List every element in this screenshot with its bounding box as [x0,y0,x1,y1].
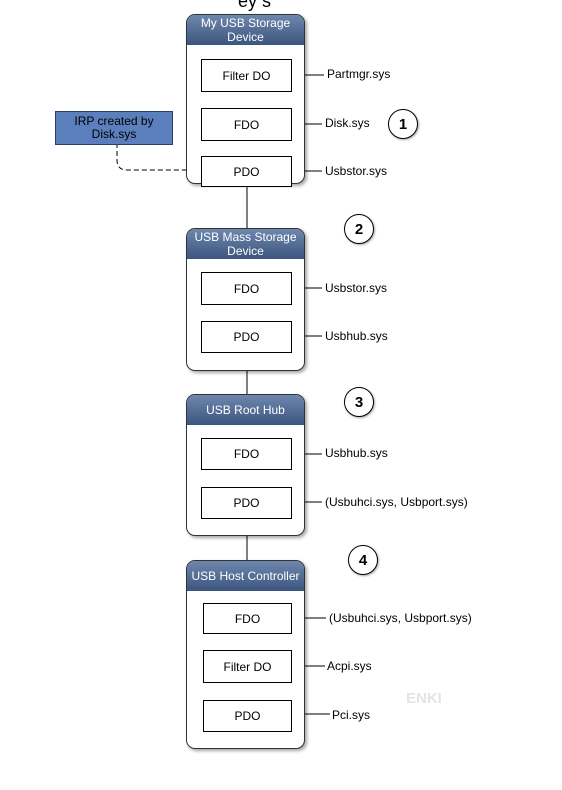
device-stack-my-usb-storage-device: My USB Storage Device [186,14,305,184]
driver-label: Disk.sys [325,116,370,130]
driver-label: (Usbuhci.sys, Usbport.sys) [329,611,472,625]
watermark-logo: ENKI [406,690,442,707]
driver-label: Usbhub.sys [325,329,388,343]
driver-label: Pci.sys [332,708,371,722]
device-node: FDO [201,272,292,305]
step-marker: 3 [344,387,374,417]
top-cut-text: ey s [238,0,272,11]
irp-created-by-disk-box: IRP created by Disk.sys [55,111,173,145]
driver-label: Usbstor.sys [325,164,388,178]
device-node: PDO [201,156,292,187]
driver-label: Usbstor.sys [325,281,388,295]
device-node: FDO [201,438,292,470]
driver-label: Usbhub.sys [325,446,388,460]
stack-header: USB Mass Storage Device [187,229,304,259]
device-node: FDO [201,108,292,141]
driver-label: Partmgr.sys [327,67,391,81]
device-node: PDO [203,700,292,732]
stack-header: My USB Storage Device [187,15,304,45]
step-marker: 2 [344,214,374,244]
driver-label: (Usbuhci.sys, Usbport.sys) [325,495,468,509]
stack-header: USB Root Hub [187,395,304,425]
step-marker: 4 [348,545,378,575]
device-node: PDO [201,321,292,353]
device-node: Filter DO [201,59,292,92]
device-node: Filter DO [203,650,292,683]
device-node: FDO [203,603,292,634]
driver-label: Acpi.sys [327,659,372,673]
step-marker: 1 [388,109,418,139]
device-node: PDO [201,487,292,519]
stack-header: USB Host Controller [187,561,304,591]
